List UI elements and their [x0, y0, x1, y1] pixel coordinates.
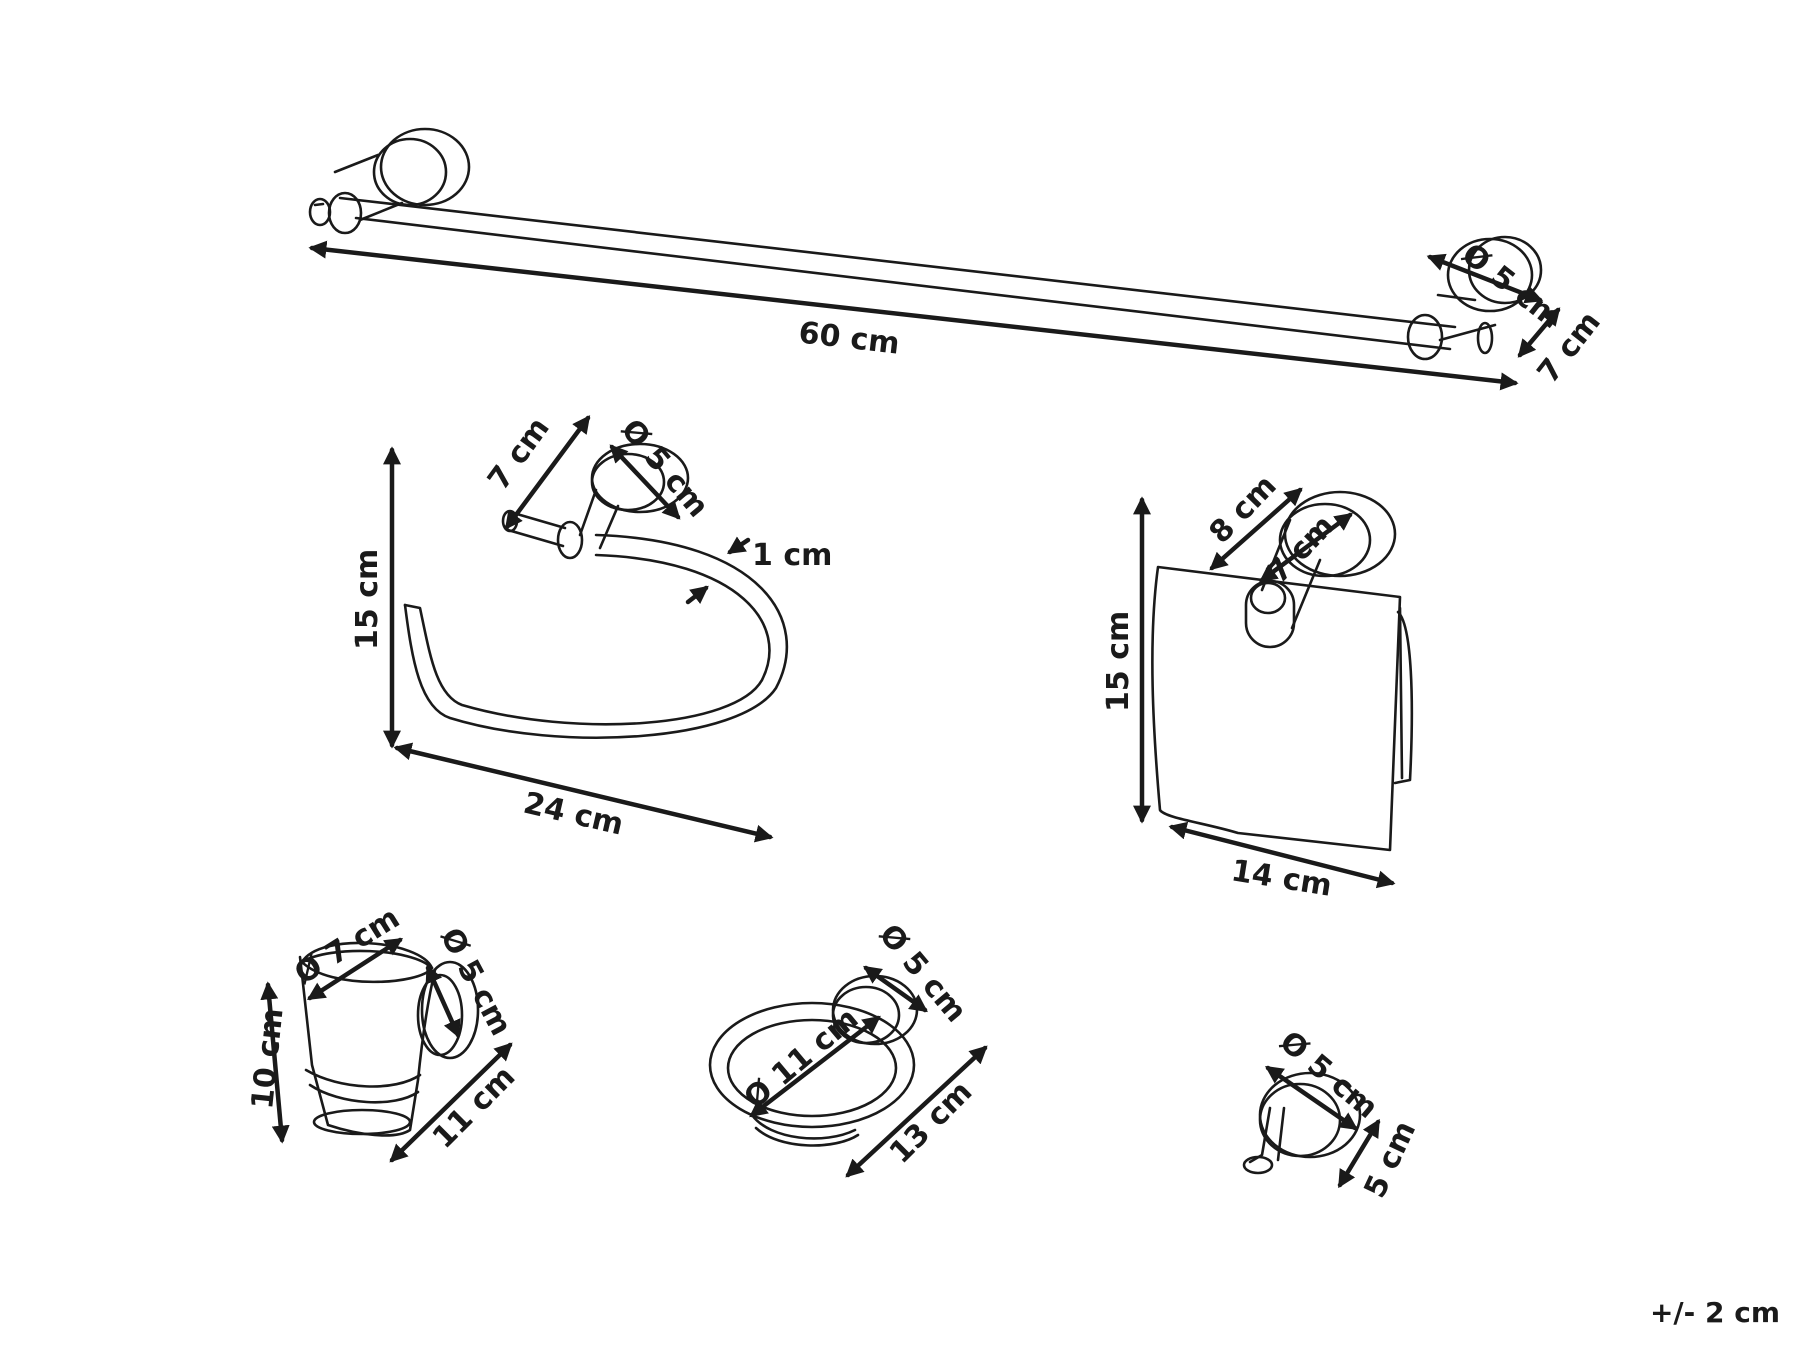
soap-dish-depth-label: 13 cm: [883, 1074, 979, 1170]
tumbler-height-arrow: [260, 981, 290, 1144]
towel-ring-width-label: 24 cm: [520, 786, 627, 843]
tumbler-depth-label: 11 cm: [426, 1059, 522, 1155]
robe-hook-projection-label: 5 cm: [1358, 1116, 1424, 1204]
paper-holder-height-label: 15 cm: [1101, 611, 1136, 712]
towel-ring-height-label: 15 cm: [350, 549, 385, 650]
soap-dish-base-diameter-arrow: [863, 965, 928, 1013]
paper-holder-projection-arrow: [1259, 512, 1353, 583]
robe-hook-base-diameter-arrow: [1265, 1065, 1358, 1131]
towel-ring-projection-label: 7 cm: [481, 411, 557, 497]
towel-bar-illustration: [308, 127, 1543, 361]
towel-ring-width-arrow: [393, 742, 774, 843]
towel-ring-illustration: [403, 442, 789, 739]
tumbler-height-label: 10 cm: [245, 1006, 290, 1110]
soap-dish-base-diameter-label: Ø 5 cm: [872, 918, 974, 1030]
towel-ring-thickness-label: 1 cm: [752, 538, 832, 573]
soap-dish-diameter-label: Ø 11 cm: [738, 1001, 866, 1116]
towel-ring-projection-arrow: [504, 415, 591, 530]
tumbler-base-diameter-arrow: [425, 964, 461, 1039]
towel-bar-length-label: 60 cm: [797, 315, 902, 361]
paper-holder-width-arrow: [1168, 821, 1396, 889]
paper-holder-projection-label: 7 cm: [1261, 508, 1342, 590]
towel-ring-thickness-arrow-bottom: [685, 585, 709, 605]
tumbler-depth-arrow: [389, 1042, 513, 1163]
towel-bar-length-arrow: [308, 240, 1519, 391]
towel-bar-base-diameter-arrow: [1426, 253, 1544, 304]
robe-hook-projection-arrow: [1337, 1118, 1381, 1189]
towel-bar-projection-arrow: [1517, 307, 1561, 358]
tumbler-cup-diameter-arrow: [306, 937, 404, 1001]
soap-dish-diameter-arrow: [749, 1015, 881, 1118]
paper-holder-width-label: 14 cm: [1229, 853, 1334, 903]
soap-dish-depth-arrow: [845, 1045, 988, 1178]
towel-ring-thickness-arrow-top: [727, 536, 751, 555]
paper-holder-depth-arrow: [1209, 487, 1303, 571]
tolerance-note: +/- 2 cm: [1650, 1296, 1780, 1329]
towel-ring-base-diameter-arrow: [609, 444, 681, 520]
